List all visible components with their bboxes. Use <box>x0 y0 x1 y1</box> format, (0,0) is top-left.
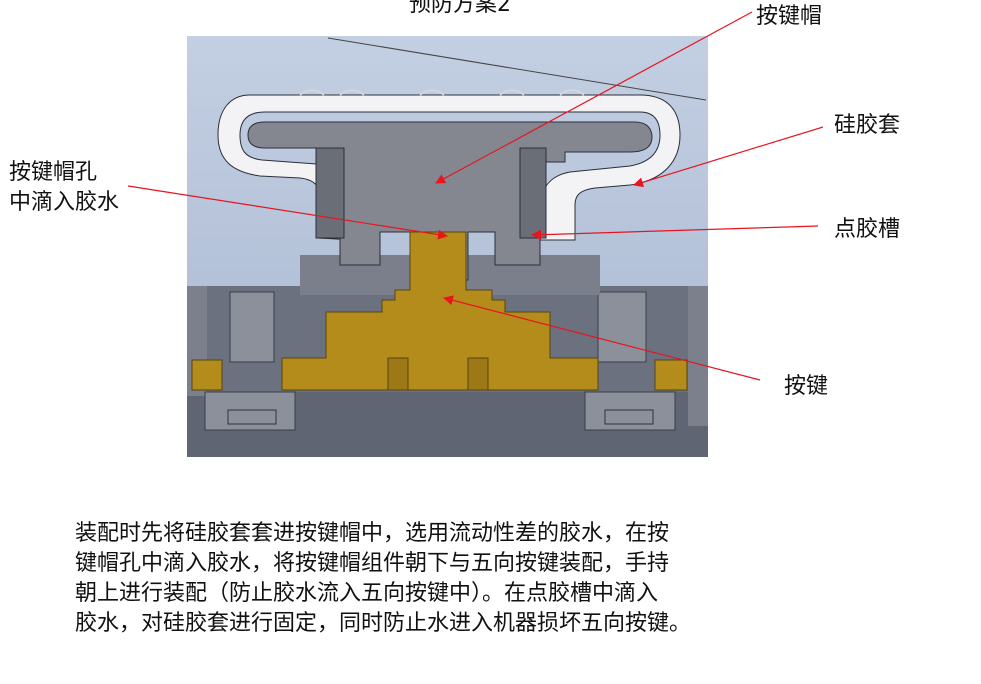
assembly-description: 装配时先将硅胶套套进按键帽中，选用流动性差的胶水，在按 键帽孔中滴入胶水，将按键… <box>75 519 815 639</box>
label-keycap-hole-glue-line1: 按键帽孔 <box>9 160 98 185</box>
keycap <box>247 121 653 281</box>
label-keycap-hole-glue-line2: 中滴入胶水 <box>9 190 120 215</box>
arrow-keycap <box>435 11 753 184</box>
caption-line-3: 朝上进行装配（防止胶水流入五向按键中）。在点胶槽中滴入 <box>75 581 659 606</box>
arrow-silicone-sleeve <box>633 126 824 188</box>
arrow-button <box>443 295 761 381</box>
callout-arrows <box>127 11 824 381</box>
caption-line-2: 键帽孔中滴入胶水，将按键帽组件朝下与五向按键装配，手持 <box>75 551 670 576</box>
five-way-button <box>191 231 688 391</box>
arrow-keycap-hole-glue <box>127 185 448 240</box>
arrow-glue-groove <box>531 225 819 240</box>
label-keycap: 按键帽 <box>756 4 823 29</box>
label-button: 按键 <box>784 374 829 399</box>
housing-base <box>187 255 708 457</box>
label-silicone-sleeve: 硅胶套 <box>834 113 901 138</box>
page-title: 预防方案2 <box>409 0 511 17</box>
caption-line-4: 胶水，对硅胶套进行固定，同时防止水进入机器损坏五向按键。 <box>75 611 692 636</box>
caption-line-1: 装配时先将硅胶套套进按键帽中，选用流动性差的胶水，在按 <box>75 521 670 546</box>
label-glue-groove: 点胶槽 <box>834 217 901 242</box>
